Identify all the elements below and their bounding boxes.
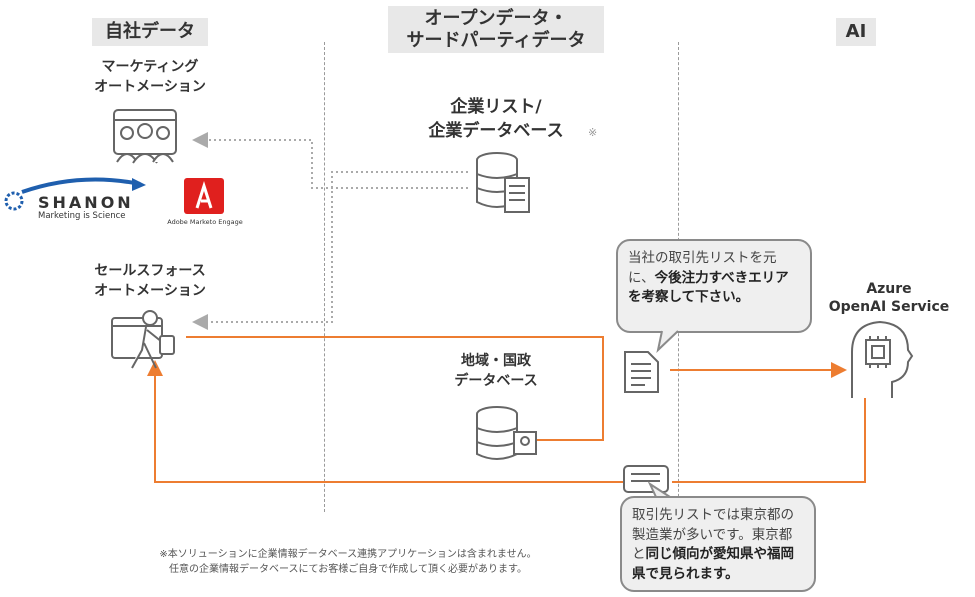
footnote: ※本ソリューションに企業情報データベース連携アプリケーションは含まれません。 任… [118, 548, 578, 577]
footnote-line1: ※本ソリューションに企業情報データベース連携アプリケーションは含まれません。 [159, 549, 537, 560]
flow-back-to-sales [147, 360, 866, 483]
ai-head-icon [851, 320, 914, 398]
footnote-line2: 任意の企業情報データベースにてお客様ご自身で作成して頂く必要があります。 [169, 563, 527, 575]
users-screen-icon [113, 109, 177, 164]
marketing-automation-label: マーケティング オートメーション [80, 58, 220, 97]
marketing-label-line2: オートメーション [94, 78, 206, 95]
dotted-link-marketing [192, 132, 468, 189]
header-ai: AI [836, 18, 876, 46]
azure-openai-label: Azure OpenAI Service [814, 280, 964, 316]
azure-line2: OpenAI Service [828, 299, 950, 316]
header-open-data-line1: オープンデータ・ [424, 8, 568, 29]
sales-label-line1: セールスフォース [94, 263, 206, 279]
company-db-note-mark: ※ [588, 126, 598, 139]
header-open-data-line2: サードパーティデータ [406, 29, 586, 51]
company-db-line2: 企業データベース [428, 120, 564, 141]
document-icon [624, 351, 659, 393]
shanon-tagline: Marketing is Science [38, 210, 126, 221]
marketing-label-line1: マーケティング [101, 59, 199, 75]
shanon-name: SHANON [38, 193, 134, 212]
database-server-icon [476, 152, 530, 213]
adobe-logo-icon [184, 178, 224, 214]
region-db-label: 地域・国政 データベース [436, 352, 556, 391]
prompt-text-bold: 今後注力すべきエリアを考察して下さい。 [628, 269, 789, 306]
column-divider-left [324, 42, 325, 512]
prompt-text: 当社の取引先リストを元に、 [628, 250, 777, 286]
shanon-logo-icon [4, 177, 146, 211]
answer-bubble: 取引先リストでは東京都の製造業が多いです。東京都と同じ傾向が愛知県や福岡県で見ら… [620, 496, 816, 592]
salesperson-icon [111, 310, 175, 369]
region-db-line1: 地域・国政 [461, 353, 531, 369]
adobe-logo-text: Adobe Marketo Engage [167, 218, 243, 226]
sales-automation-label: セールスフォース オートメーション [80, 262, 220, 301]
region-db-line2: データベース [454, 372, 538, 389]
header-own-data: 自社データ [92, 18, 208, 46]
sales-label-line2: オートメーション [94, 282, 206, 299]
company-db-label: 企業リスト/ 企業データベース [406, 96, 586, 144]
prompt-bubble: 当社の取引先リストを元に、今後注力すべきエリアを考察して下さい。 [616, 239, 812, 333]
header-open-data: オープンデータ・ サードパーティデータ [388, 6, 604, 54]
company-db-line1: 企業リスト/ [450, 97, 542, 117]
azure-line1: Azure [866, 281, 912, 297]
database-pin-icon [476, 406, 537, 460]
chat-message-icon [623, 465, 669, 493]
flow-to-ai [186, 336, 847, 441]
answer-text-bold: 同じ傾向が愛知県や福岡県で見られます。 [632, 546, 794, 582]
dotted-link-sales [192, 171, 468, 330]
shanon-logo: SHANON Marketing is Science [38, 194, 148, 221]
answer-text: 取引先リストでは東京都の製造業が多いです。東京都と [632, 507, 794, 563]
